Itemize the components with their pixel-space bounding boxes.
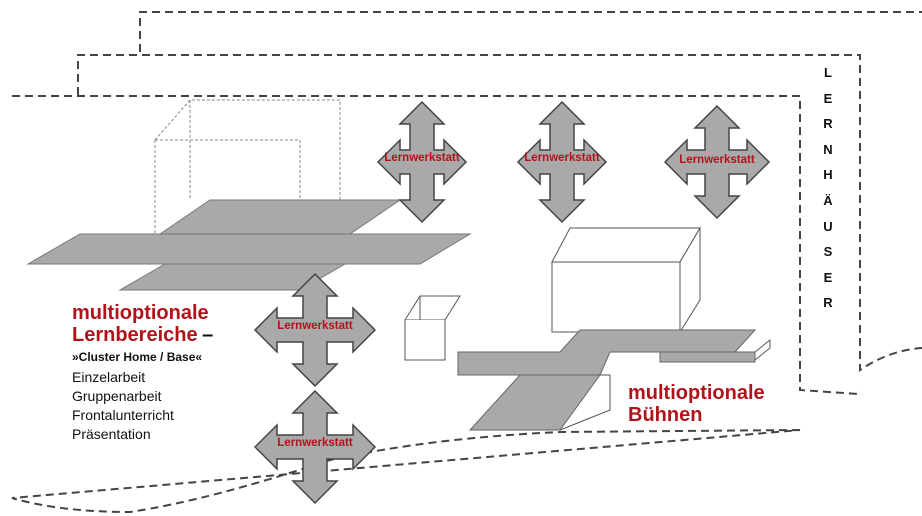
side-letter: Ä bbox=[823, 192, 833, 208]
side-letter: R bbox=[823, 116, 833, 132]
list-item: Gruppenarbeit bbox=[72, 388, 162, 404]
frame-middle bbox=[77, 54, 922, 372]
side-letter: R bbox=[823, 295, 833, 311]
lernbereiche-floor bbox=[26, 199, 472, 291]
four-way-arrow-icon bbox=[663, 104, 771, 220]
four-way-arrow-icon bbox=[516, 100, 608, 224]
four-way-arrow-icon bbox=[253, 389, 377, 505]
four-way-arrow-icon bbox=[376, 100, 468, 224]
list-item: Präsentation bbox=[72, 426, 151, 442]
four-way-arrow-icon bbox=[253, 272, 377, 388]
side-letter: H bbox=[823, 167, 833, 183]
cluster-subtitle: »Cluster Home / Base« bbox=[72, 350, 203, 364]
lernwerkstatt-label: Lernwerkstatt bbox=[277, 320, 353, 332]
lernbereiche-text-block: multioptionale Lernbereiche – »Cluster H… bbox=[72, 302, 213, 444]
lernwerkstatt-label: Lernwerkstatt bbox=[277, 437, 353, 449]
buehnen-title-line1: multioptionale bbox=[628, 382, 765, 404]
lernhaeuser-vertical-label: L E R N H Ä U S E R bbox=[813, 60, 843, 316]
side-letter: N bbox=[823, 141, 833, 157]
buehnen-floor bbox=[457, 329, 757, 431]
frame-back bbox=[139, 11, 922, 52]
list-item: Einzelarbeit bbox=[72, 369, 146, 385]
side-letter: S bbox=[823, 244, 833, 260]
side-letter: E bbox=[823, 90, 833, 106]
frame-front bbox=[11, 95, 859, 514]
buehnen-structure bbox=[404, 226, 701, 361]
activity-list: Einzelarbeit Gruppenarbeit Frontalunterr… bbox=[72, 368, 213, 444]
lernbereiche-title-line1: multioptionale bbox=[72, 302, 209, 324]
lernwerkstatt-label: Lernwerkstatt bbox=[524, 152, 600, 164]
title-dash: – bbox=[202, 324, 214, 346]
buehnen-text-block: multioptionale Bühnen bbox=[628, 382, 765, 426]
side-letter: L bbox=[824, 65, 832, 80]
lernwerkstatt-label: Lernwerkstatt bbox=[384, 152, 460, 164]
side-letter: U bbox=[823, 218, 833, 234]
side-letter: E bbox=[823, 269, 833, 285]
list-item: Frontalunterricht bbox=[72, 407, 174, 423]
buehnen-title-line2: Bühnen bbox=[628, 404, 703, 426]
lernwerkstatt-label: Lernwerkstatt bbox=[679, 154, 755, 166]
lernbereiche-title-line2: Lernbereiche bbox=[72, 324, 198, 346]
